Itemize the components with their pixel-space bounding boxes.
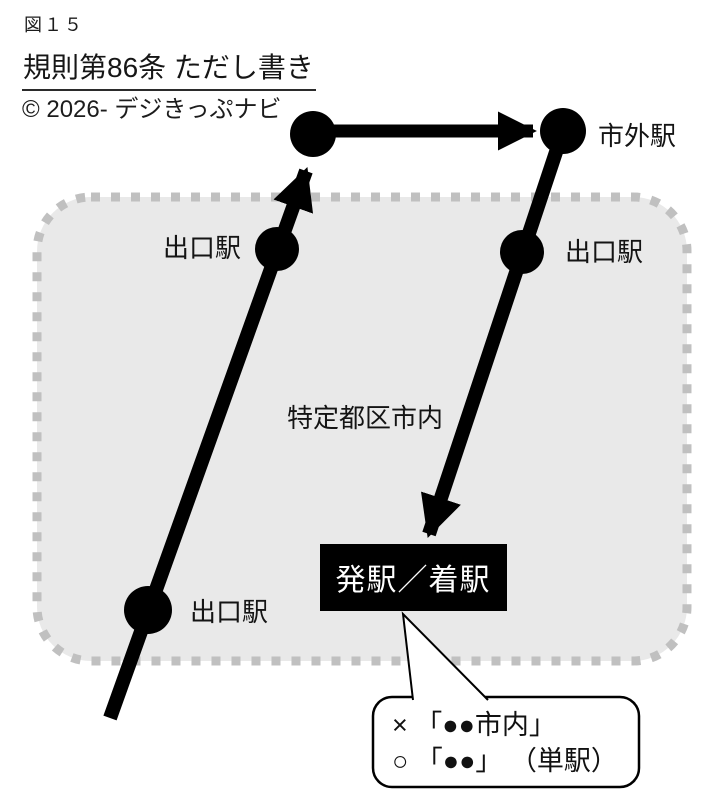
station-dot-city-outside — [540, 108, 586, 154]
station-label-city-outside: 市外駅 — [598, 121, 676, 151]
figure-header: 図１５ 規則第86条 ただし書き © 2026- デジきっぷナビ — [0, 0, 720, 130]
station-dot-top-left — [290, 111, 336, 157]
callout-bubble — [371, 695, 641, 789]
station-label-exit-right: 出口駅 — [565, 237, 643, 267]
station-dot-exit-upper-left — [255, 227, 299, 271]
city-zone-label: 特定都区市内 — [287, 403, 443, 433]
callout-line-wrong: × 「●●市内」 — [392, 710, 556, 740]
station-dot-exit-lower-left — [124, 586, 172, 634]
station-dot-exit-right — [500, 230, 544, 274]
figure-number: 図１５ — [24, 15, 84, 35]
callout-line-correct: ○ 「●●」 （単駅） — [392, 746, 618, 776]
figure-title: 規則第86条 ただし書き — [22, 46, 316, 91]
route-arrow-right-inbound — [420, 128, 570, 538]
station-label-exit-upper-left: 出口駅 — [163, 233, 241, 263]
city-zone-area — [32, 192, 692, 666]
terminal-station-box — [320, 544, 507, 611]
copyright-notice: © 2026- デジきっぷナビ — [22, 96, 282, 123]
terminal-station-label: 発駅／着駅 — [336, 564, 491, 597]
callout-tail — [401, 611, 489, 701]
station-label-exit-lower-left: 出口駅 — [190, 597, 268, 627]
